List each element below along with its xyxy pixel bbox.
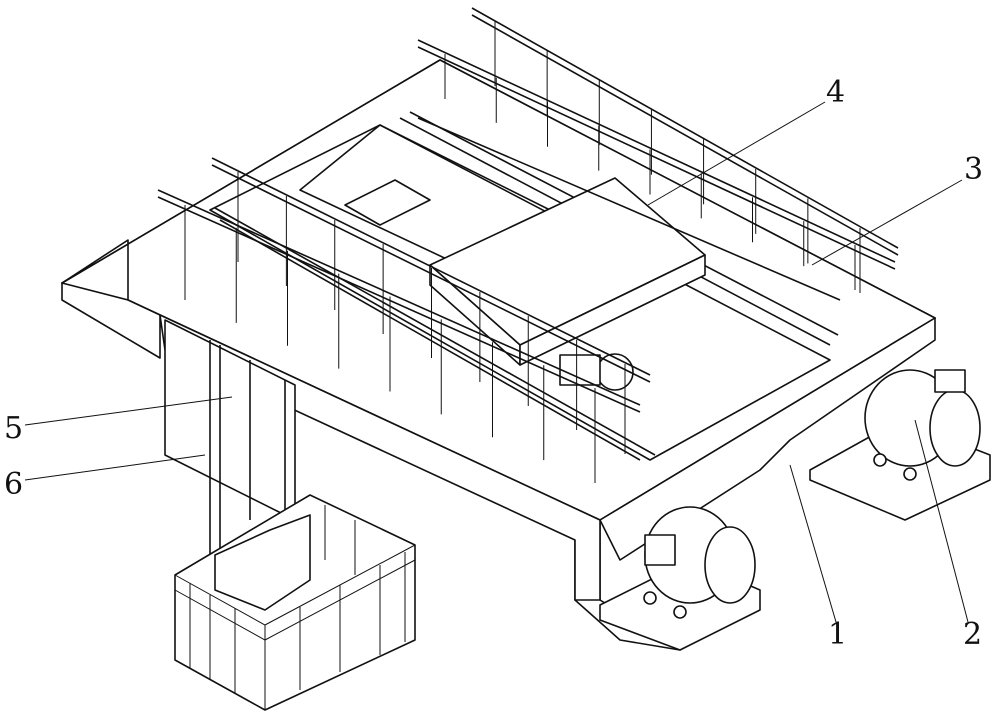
label-4: 4 xyxy=(826,78,845,108)
label-3: 3 xyxy=(964,155,983,185)
label-6: 6 xyxy=(4,470,23,500)
label-2: 2 xyxy=(963,620,982,650)
label-1: 1 xyxy=(828,620,847,650)
label-5: 5 xyxy=(4,414,23,444)
